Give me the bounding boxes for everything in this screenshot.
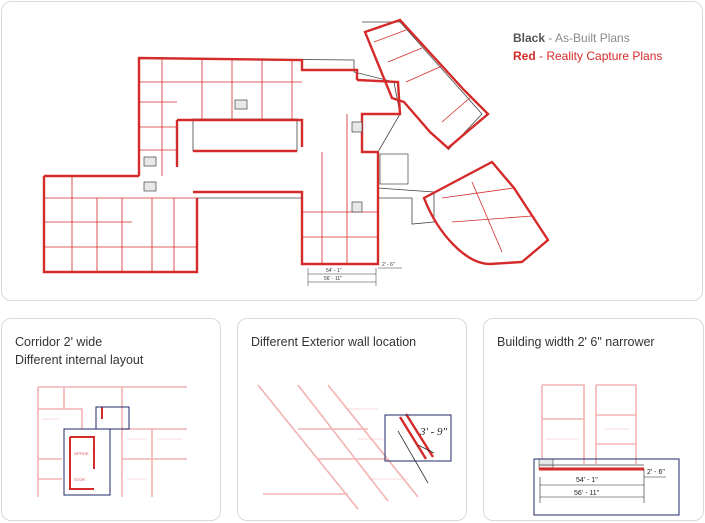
plan-dimension-lines: 54' - 1" 56' - 11" 2' - 6" <box>307 262 402 286</box>
detail-room-office: OFFICE <box>74 451 89 456</box>
legend-row-as-built: Black - As-Built Plans <box>513 29 662 47</box>
detail-title-corridor: Corridor 2' wide Different internal layo… <box>15 333 143 369</box>
detail-title-building-width: Building width 2' 6" narrower <box>497 335 655 349</box>
plan-dim-reality: 54' - 1" <box>326 268 342 274</box>
legend-row-reality: Red - Reality Capture Plans <box>513 47 662 65</box>
legend-black-key: Black <box>513 31 546 45</box>
plan-dim-difference: 2' - 6" <box>382 262 395 268</box>
detail-dim-b: 56' - 11" <box>574 490 600 497</box>
detail-drawing-building-width: 54' - 1" 56' - 11" 2' - 6" <box>533 384 680 516</box>
legend-red-desc: - Reality Capture Plans <box>535 49 663 63</box>
stair-cores <box>143 99 409 213</box>
reality-capture-interior-walls <box>44 29 533 272</box>
detail-drawing-corridor: OFFICE STOR <box>37 386 187 497</box>
detail-drawing-exterior-wall: 3' - 9" <box>257 384 452 510</box>
detail-dim-a: 54' - 1" <box>576 477 598 484</box>
detail-title-exterior-wall: Different Exterior wall location <box>251 335 417 349</box>
detail-dim-c: 2' - 6" <box>647 469 665 476</box>
reality-capture-outline <box>42 18 550 274</box>
legend-black-desc: - As-Built Plans <box>545 31 630 45</box>
plan-dim-asbuilt: 56' - 11" <box>324 276 342 282</box>
legend-red-key: Red <box>513 49 536 63</box>
detail-title-line1: Corridor 2' wide <box>15 335 103 349</box>
detail-card-corridor: Corridor 2' wide Different internal layo… <box>1 318 221 521</box>
floor-plan-overview-card: 54' - 1" 56' - 11" 2' - 6" Black - As-Bu… <box>1 1 703 301</box>
detail-dim-exterior: 3' - 9" <box>419 426 448 438</box>
detail-title-line2: Different internal layout <box>15 353 144 367</box>
detail-card-building-width: Building width 2' 6" narrower 54' - 1" 5… <box>483 318 704 521</box>
detail-room-stor: STOR <box>74 477 85 482</box>
plan-legend: Black - As-Built Plans Red - Reality Cap… <box>513 29 662 65</box>
floor-plan-drawing: 54' - 1" 56' - 11" 2' - 6" <box>42 18 550 286</box>
detail-card-exterior-wall: Different Exterior wall location 3' - 9" <box>237 318 467 521</box>
